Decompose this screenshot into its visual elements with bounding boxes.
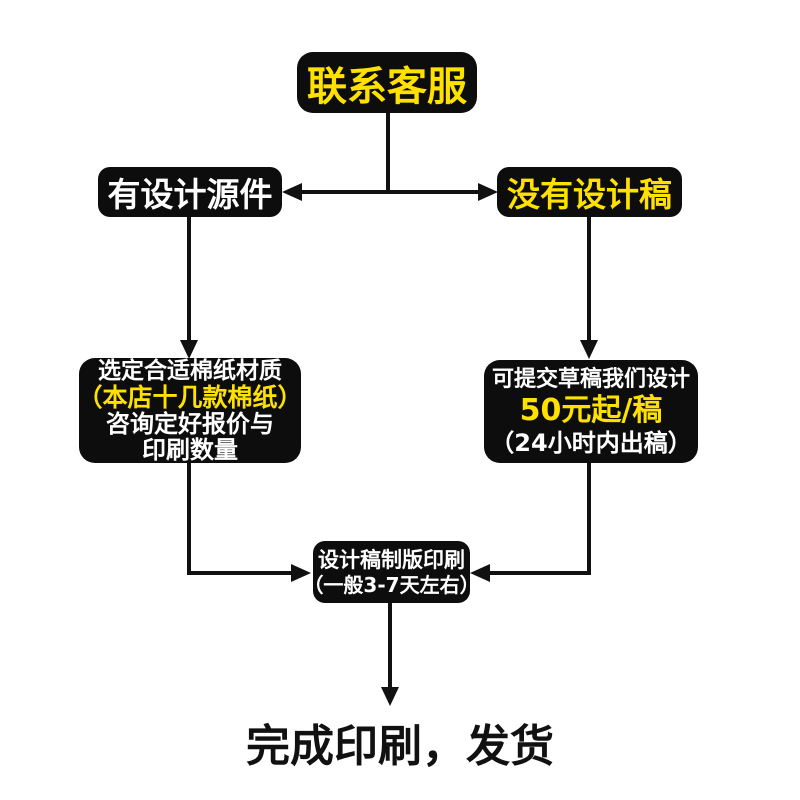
select-paper-line-1: 选定合适棉纸材质 xyxy=(98,358,282,384)
node-has-design-file: 有设计源件 xyxy=(98,167,282,217)
final-step-text: 完成印刷，发货 xyxy=(246,721,554,772)
select-paper-line-2: （本店十几款棉纸） xyxy=(77,383,303,412)
arrowhead-down-right-icon xyxy=(580,340,598,359)
connector-right-branch-vertical xyxy=(587,217,591,343)
connector-right-to-center xyxy=(490,571,591,575)
arrowhead-down-left-icon xyxy=(180,340,198,359)
plate-printing-line-1: 设计稿制版印刷 xyxy=(318,547,465,572)
connector-left-to-center xyxy=(187,571,293,575)
node-submit-draft-design: 可提交草稿我们设计 50元起/稿 （24小时内出稿） xyxy=(484,360,698,463)
connector-left-branch-vertical xyxy=(187,217,191,343)
plate-printing-line-2: （一般3-7天左右） xyxy=(303,572,480,597)
node-contact-service: 联系客服 xyxy=(297,52,477,113)
connector-top-vertical xyxy=(386,113,390,193)
arrowhead-left-icon xyxy=(282,183,302,201)
submit-draft-line-3: （24小时内出稿） xyxy=(490,428,692,457)
submit-draft-line-1: 可提交草稿我们设计 xyxy=(491,366,690,392)
arrowhead-right-icon xyxy=(478,183,498,201)
node-contact-service-label: 联系客服 xyxy=(307,63,467,110)
node-no-design-draft-label: 没有设计稿 xyxy=(507,175,672,214)
arrowhead-final-down-icon xyxy=(381,687,399,706)
connector-left-down-vertical xyxy=(187,463,191,575)
node-plate-printing: 设计稿制版印刷 （一般3-7天左右） xyxy=(303,541,480,603)
submit-draft-price: 50元起/稿 xyxy=(519,392,663,428)
arrowhead-into-center-right-icon xyxy=(470,564,490,582)
node-no-design-draft: 没有设计稿 xyxy=(497,167,682,217)
connector-branch-horizontal xyxy=(300,190,478,194)
arrowhead-into-center-left-icon xyxy=(291,564,311,582)
node-select-paper-material: 选定合适棉纸材质 （本店十几款棉纸） 咨询定好报价与 印刷数量 xyxy=(77,358,303,464)
node-has-design-file-label: 有设计源件 xyxy=(107,175,273,214)
connector-final-vertical xyxy=(388,603,392,689)
select-paper-line-3: 咨询定好报价与 xyxy=(106,410,274,438)
connector-right-down-vertical xyxy=(587,463,591,575)
select-paper-line-4: 印刷数量 xyxy=(142,436,238,464)
